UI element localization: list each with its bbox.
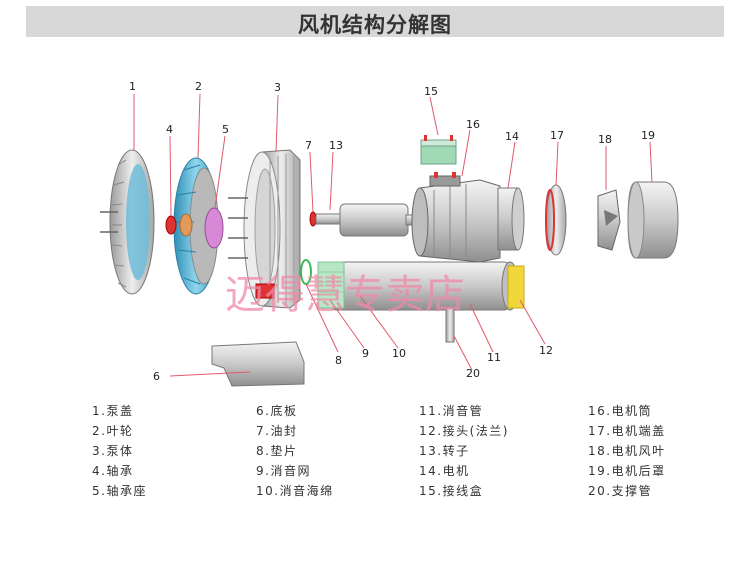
- callout-10: 10: [392, 347, 406, 360]
- page-title: 风机结构分解图: [298, 13, 452, 37]
- legend-item: 18.电机风叶: [588, 444, 666, 458]
- callout-7: 7: [305, 139, 312, 152]
- callout-2: 2: [195, 80, 202, 93]
- callout-3: 3: [274, 81, 281, 94]
- bearing-seat: [204, 207, 224, 249]
- legend-col-4: 16.电机筒 17.电机端盖 18.电机风叶 19.电机后罩 20.支撑管: [588, 401, 666, 501]
- legend-item: 19.电机后罩: [588, 464, 666, 478]
- watermark: 迈得慧专卖店: [225, 272, 465, 318]
- legend-item: 15.接线盒: [419, 484, 484, 498]
- legend-item: 7.油封: [256, 424, 298, 438]
- callout-16: 16: [466, 118, 480, 131]
- callout-20: 20: [466, 367, 480, 380]
- legend-item: 10.消音海绵: [256, 484, 334, 498]
- callout-12: 12: [539, 344, 553, 357]
- legend-item: 11.消音管: [419, 404, 484, 418]
- legend-item: 17.电机端盖: [588, 424, 666, 438]
- callout-17: 17: [550, 129, 564, 142]
- exploded-diagram: 1 2 3 4 5 6 7 8 9 10 11 12 13 14 15 16 1…: [100, 80, 679, 387]
- legend-item: 14.电机: [419, 464, 470, 478]
- callout-6: 6: [153, 370, 160, 383]
- leader-lines: [133, 93, 653, 377]
- callout-18: 18: [598, 133, 612, 146]
- legend-item: 2.叶轮: [92, 424, 134, 438]
- gasket: [255, 259, 312, 299]
- pump-cover: [100, 149, 155, 295]
- legend-item: 8.垫片: [256, 444, 298, 458]
- callout-19: 19: [641, 129, 655, 142]
- oil-seal: [309, 211, 317, 227]
- rotor: [315, 203, 429, 237]
- legend-item: 3.泵体: [92, 444, 134, 458]
- legend-item: 16.电机筒: [588, 404, 653, 418]
- legend-item: 6.底板: [256, 404, 298, 418]
- motor-barrel: [411, 172, 501, 263]
- legend-col-2: 6.底板 7.油封 8.垫片 9.消音网 10.消音海绵: [256, 401, 334, 501]
- legend-item: 13.转子: [419, 444, 470, 458]
- base-plate: [211, 341, 305, 387]
- silencer-mesh: [317, 261, 345, 309]
- callout-13: 13: [329, 139, 343, 152]
- callout-1: 1: [129, 80, 136, 93]
- callout-8: 8: [335, 354, 342, 367]
- junction-box: [420, 135, 457, 165]
- legend-item: 5.轴承座: [92, 484, 147, 498]
- callout-numbers: 1 2 3 4 5 6 7 8 9 10 11 12 13 14 15 16 1…: [129, 80, 655, 383]
- pump-body: [228, 149, 301, 309]
- flange-connector: [507, 265, 525, 309]
- support-tube: [445, 307, 455, 343]
- legend-item: 20.支撑管: [588, 484, 653, 498]
- legend-item: 9.消音网: [256, 464, 311, 478]
- callout-9: 9: [362, 347, 369, 360]
- motor-end-cover: [545, 184, 567, 256]
- legend-col-1: 1.泵盖 2.叶轮 3.泵体 4.轴承 5.轴承座: [92, 401, 147, 501]
- motor: [497, 187, 525, 251]
- callout-15: 15: [424, 85, 438, 98]
- legend-item: 4.轴承: [92, 464, 134, 478]
- legend-item: 1.泵盖: [92, 404, 134, 418]
- legend-col-3: 11.消音管 12.接头(法兰) 13.转子 14.电机 15.接线盒: [419, 401, 509, 501]
- callout-5: 5: [222, 123, 229, 136]
- callout-14: 14: [505, 130, 519, 143]
- legend-item: 12.接头(法兰): [419, 424, 509, 438]
- title-bar: 风机结构分解图: [26, 6, 724, 37]
- callout-4: 4: [166, 123, 173, 136]
- bearing: [165, 213, 193, 237]
- motor-fan: [597, 189, 621, 251]
- callout-11: 11: [487, 351, 501, 364]
- motor-rear-cover: [627, 181, 679, 259]
